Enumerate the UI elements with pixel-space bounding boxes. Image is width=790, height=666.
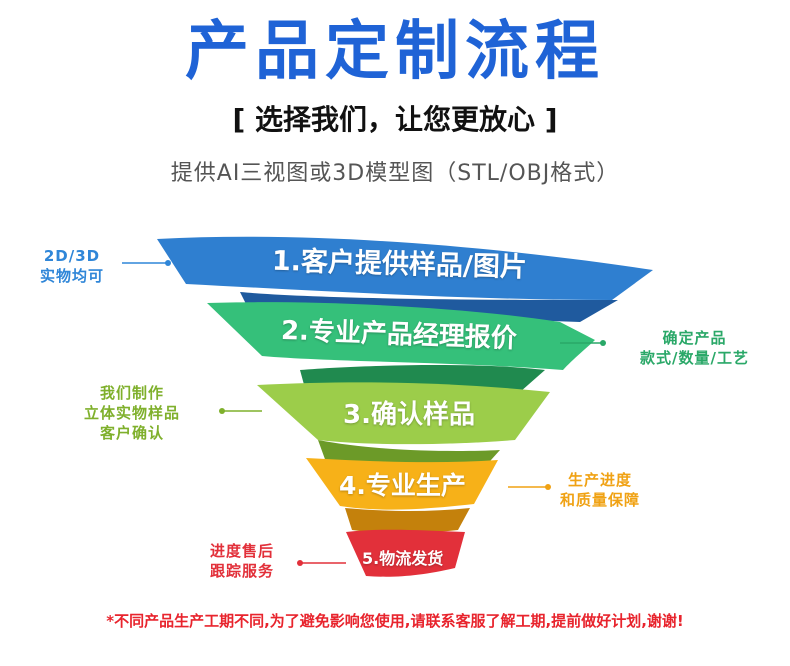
note-step-4: 生产进度 和质量保障 xyxy=(560,470,640,510)
note-3-line-2: 立体实物样品 xyxy=(84,404,181,422)
note-step-2: 确定产品 款式/数量/工艺 xyxy=(640,328,749,368)
connector-lines xyxy=(122,262,603,564)
note-2-line-1: 确定产品 xyxy=(662,329,727,347)
step-1-label: 1.客户提供样品/图片 xyxy=(271,245,528,284)
note-1-line-1: 2D/3D xyxy=(43,247,101,265)
note-step-3: 我们制作 立体实物样品 客户确认 xyxy=(84,383,180,443)
connector-dot-5 xyxy=(297,560,303,566)
note-2-line-2: 款式/数量/工艺 xyxy=(640,349,749,367)
page-title: 产品定制流程 xyxy=(185,15,605,89)
note-1-line-2: 实物均可 xyxy=(40,267,105,285)
step-5-label: 5.物流发货 xyxy=(362,549,444,568)
funnel-twist-4 xyxy=(345,508,470,533)
note-5-line-1: 进度售后 xyxy=(210,542,275,560)
note-step-1: 2D/3D 实物均可 xyxy=(40,246,104,286)
funnel-band-1 xyxy=(157,236,653,300)
note-4-line-2: 和质量保障 xyxy=(560,491,641,509)
note-3-line-1: 我们制作 xyxy=(100,384,165,402)
step-3-label: 3.确认样品 xyxy=(343,400,475,430)
connector-dot-4 xyxy=(545,484,551,490)
step-4-label: 4.专业生产 xyxy=(339,471,466,500)
note-3-line-3: 客户确认 xyxy=(100,424,165,442)
note-5-line-2: 跟踪服务 xyxy=(210,562,275,580)
funnel-twist-1 xyxy=(240,292,618,322)
page-description: 提供AI三视图或3D模型图（STL/OBJ格式） xyxy=(170,161,620,186)
note-4-line-1: 生产进度 xyxy=(568,471,633,489)
funnel-band-5 xyxy=(346,529,465,577)
connector-dot-1 xyxy=(165,260,171,266)
funnel-band-4 xyxy=(306,458,498,510)
page-subtitle: [ 选择我们，让您更放心 ] xyxy=(232,103,558,136)
footer-notice: *不同产品生产工期不同,为了避免影响您使用,请联系客服了解工期,提前做好计划,谢… xyxy=(106,612,684,630)
funnel-band-3 xyxy=(257,382,550,445)
connector-dot-3 xyxy=(219,408,225,414)
funnel-band-2 xyxy=(207,302,595,370)
note-step-5: 进度售后 跟踪服务 xyxy=(210,541,274,581)
connector-dot-2 xyxy=(600,340,606,346)
